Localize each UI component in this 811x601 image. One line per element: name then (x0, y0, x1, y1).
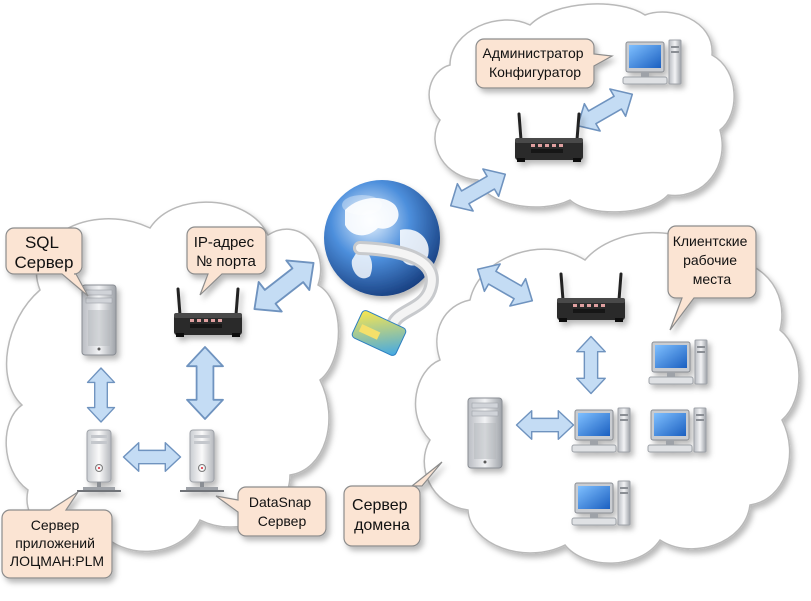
ip-port-label: IP-адрес № порта (194, 234, 259, 270)
clients-label: Клиентские рабочие места (673, 233, 752, 287)
app-server-label: Сервер приложений ЛОЦМАН:PLM (10, 517, 104, 569)
admin-label: Администратор Конфигуратор (483, 45, 588, 80)
callout-domain-bubble (343, 461, 443, 547)
domain-server-label: Сервер домена (352, 497, 412, 534)
workstation-icon (647, 407, 707, 453)
callout-admin-bubble (475, 38, 614, 89)
callout-app-server-bubble (1, 491, 113, 579)
server-tower-icon (467, 397, 503, 469)
sql-server-label: SQL Сервер (15, 233, 74, 272)
callout-ip-port-bubble (186, 226, 267, 296)
callout-datasnap-bubble (215, 486, 327, 537)
cloud-top-right (428, 3, 735, 213)
workstation-icon (648, 339, 708, 385)
network-cable-icon (351, 241, 439, 356)
workstation-icon (622, 39, 682, 85)
globe-icon (324, 180, 440, 296)
callout-clients-bubble (667, 225, 757, 331)
datasnap-label: DataSnap Сервер (249, 494, 315, 529)
workstation-icon (571, 407, 631, 453)
callout-sql-server-bubble (5, 227, 89, 297)
workstation-icon (571, 480, 631, 526)
